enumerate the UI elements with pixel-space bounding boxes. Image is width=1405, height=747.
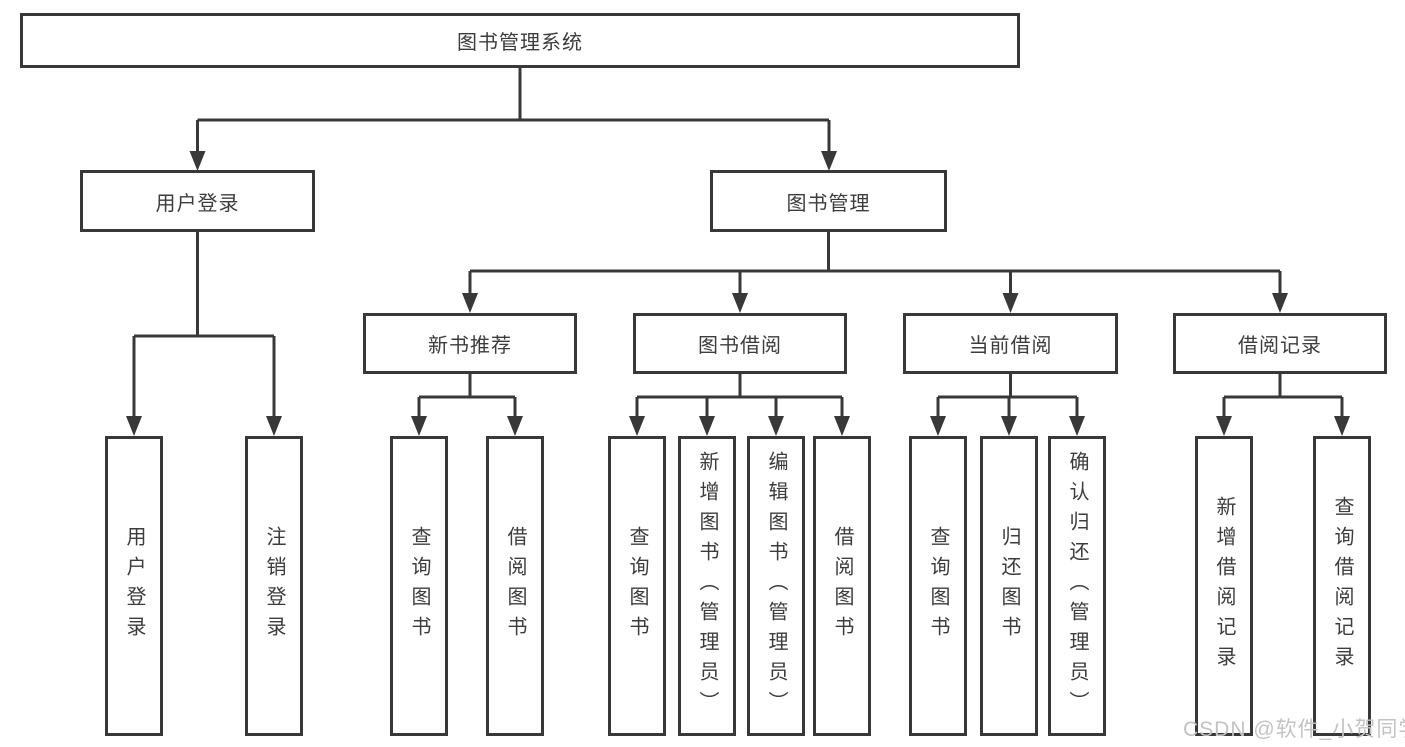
arrowhead	[189, 151, 206, 171]
leaf-query-record: 查询借阅记录	[1313, 436, 1371, 736]
leaf-borrow-book-2: 借阅图书	[813, 436, 871, 736]
arrowhead	[1069, 416, 1085, 436]
node-root: 图书管理系统	[20, 13, 1020, 68]
connector-root-to-level2	[196, 67, 831, 154]
leaf-logout: 注销登录	[245, 436, 303, 736]
arrowhead	[462, 293, 478, 313]
leaf-query-book-3: 查询图书	[909, 436, 967, 736]
arrowhead	[411, 416, 427, 436]
arrowhead	[930, 416, 946, 436]
arrowhead	[1001, 416, 1017, 436]
arrowhead	[768, 416, 784, 436]
node-book-mgmt: 图书管理	[710, 170, 947, 232]
node-current-borrow: 当前借阅	[903, 313, 1118, 374]
connector-user-login-to-leaves	[132, 231, 276, 419]
node-book-borrow: 图书借阅	[633, 313, 847, 374]
node-borrow-record: 借阅记录	[1173, 313, 1387, 374]
leaf-return-book: 归还图书	[980, 436, 1038, 736]
node-user-login: 用户登录	[80, 170, 315, 232]
leaf-edit-book: 编辑图书（管理员）	[747, 436, 805, 736]
arrowhead	[732, 293, 748, 313]
arrowhead	[1216, 416, 1232, 436]
leaf-query-book-2: 查询图书	[608, 436, 666, 736]
arrowhead	[507, 416, 523, 436]
connector-book-borrow-to-leaves	[635, 373, 844, 419]
arrowhead	[629, 416, 645, 436]
node-new-book-rec: 新书推荐	[363, 313, 577, 374]
arrowhead	[1002, 293, 1019, 313]
leaf-confirm-return: 确认归还（管理员）	[1048, 436, 1106, 736]
arrowhead	[699, 416, 715, 436]
leaf-query-book-1: 查询图书	[390, 436, 448, 736]
arrowhead	[1334, 416, 1350, 436]
leaf-add-book: 新增图书（管理员）	[678, 436, 736, 736]
arrowhead	[834, 416, 850, 436]
leaf-borrow-book-1: 借阅图书	[486, 436, 544, 736]
connector-borrow-record-to-leaves	[1222, 373, 1344, 419]
arrowhead	[821, 151, 837, 171]
connector-current-borrow-to-leaves	[936, 373, 1079, 419]
arrowhead	[1272, 293, 1288, 313]
connector-new-book-rec-to-leaves	[417, 373, 517, 419]
arrowhead	[126, 416, 142, 436]
arrowheads	[126, 151, 1350, 436]
csdn-watermark: CSDN @软件_小贺同学	[1183, 718, 1405, 741]
leaf-add-record: 新增借阅记录	[1195, 436, 1253, 736]
arrowhead	[266, 416, 282, 436]
leaf-user-login: 用户登录	[105, 436, 163, 736]
connector-book-mgmt-to-level3	[468, 231, 1282, 296]
